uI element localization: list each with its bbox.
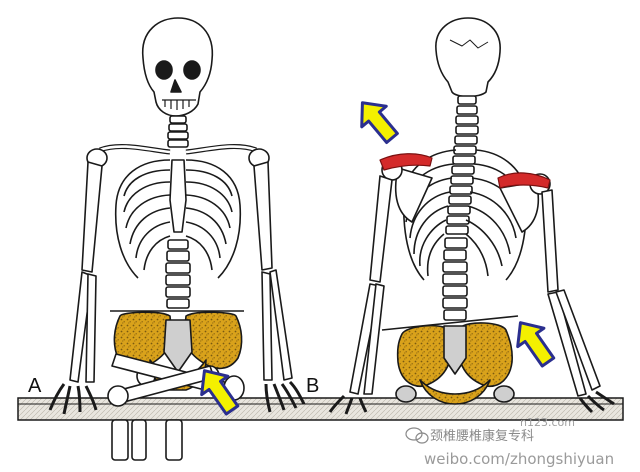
panel-label-a: A <box>28 375 42 397</box>
arms-front <box>48 161 306 415</box>
force-arrow-a <box>200 369 240 416</box>
trapezius-muscle-highlight <box>379 153 551 189</box>
pelvis-back <box>395 322 515 405</box>
force-arrow-b-shoulder <box>360 101 399 144</box>
panel-label-b: B <box>306 375 319 397</box>
iliac-crest-line-b <box>381 315 519 331</box>
cervical-spine-front <box>167 115 189 148</box>
watermark-url: weibo.com/zhongshiyuan <box>424 450 614 468</box>
skull-back <box>435 17 501 98</box>
force-arrow-b-pelvis <box>516 321 556 368</box>
arms-back <box>328 175 615 415</box>
legs-front <box>111 419 183 461</box>
skull-front <box>142 17 214 117</box>
panel-b-skeleton-back <box>328 17 615 415</box>
watermark: 颈椎腰椎康复专科 n123.com weibo.com/zhongshiyuan <box>405 416 614 468</box>
watermark-handle: 颈椎腰椎康复专科 <box>430 428 534 444</box>
watermark-site: n123.com <box>520 416 575 429</box>
ribcage-front <box>114 159 242 279</box>
lumbar-spine-front <box>165 239 191 309</box>
spine-back <box>442 95 479 321</box>
chat-bubble-icon <box>405 427 429 444</box>
panel-a-skeleton-front <box>48 17 306 461</box>
